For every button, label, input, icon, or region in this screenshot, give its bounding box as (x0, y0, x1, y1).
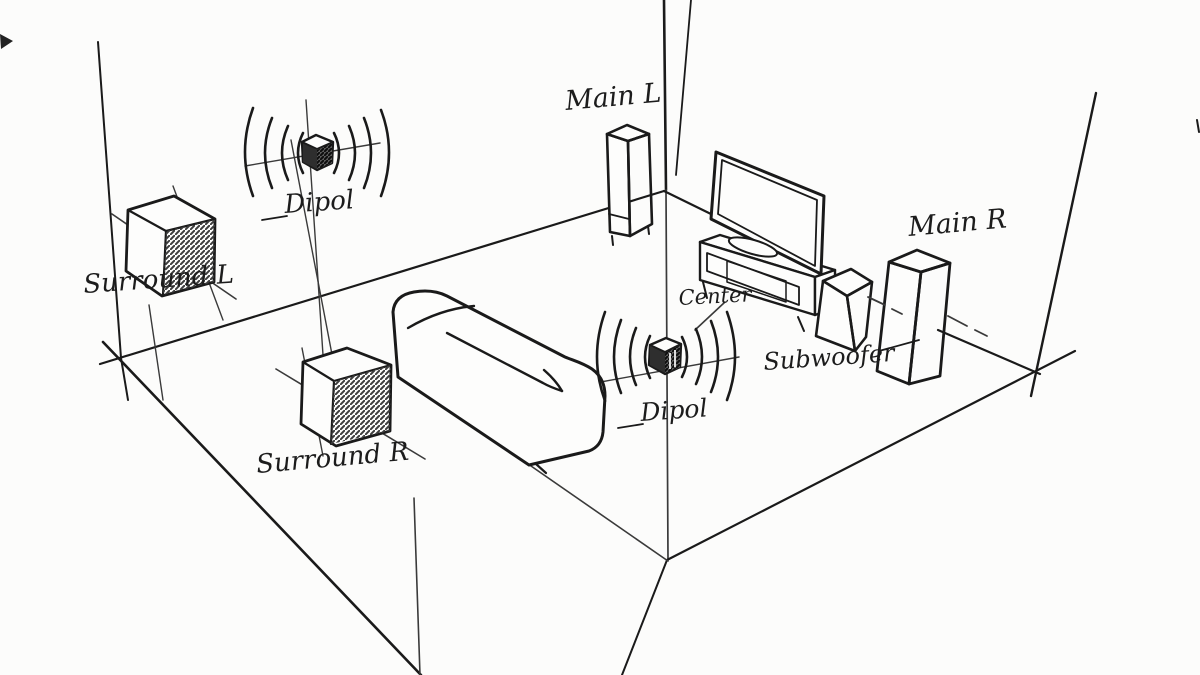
couch-outline (391, 289, 607, 467)
label-underline (617, 423, 644, 429)
surround-l-speaker (124, 194, 217, 298)
subwoofer-side (845, 280, 874, 353)
dipole-speaker-center (595, 310, 737, 403)
back-corner-line (662, 0, 668, 192)
surround-l-hatch (163, 219, 215, 295)
main-r-grille-seam (878, 339, 920, 352)
dipole-center-grille-slats (669, 350, 676, 369)
tv (709, 150, 826, 276)
label-dipol-top: Dipol (282, 185, 355, 220)
main-r-side (907, 261, 952, 386)
dipole-top-edges (301, 141, 334, 150)
couch (391, 289, 607, 475)
main-l-side (626, 132, 654, 238)
label-main-r: Main R (906, 203, 1008, 243)
tv-screen (717, 159, 818, 267)
surround-r-hatch (331, 365, 391, 444)
subwoofer-speaker (814, 267, 874, 353)
couch-leg (534, 462, 548, 475)
tv-stand-legs (702, 281, 805, 332)
main-l-grille-seam (608, 213, 630, 220)
tv-frame (709, 150, 826, 276)
dipole-center-face-left (650, 346, 665, 373)
labels: Main L Dipol Surround L Surround R Cente… (82, 78, 1008, 480)
right-wall-floor-edge-2 (936, 328, 1042, 376)
main-r-speaker (875, 248, 952, 386)
dipole-center-edges (649, 343, 682, 353)
main-l-speaker (605, 123, 654, 246)
guide-line (148, 304, 164, 401)
center-label-leader (694, 301, 726, 331)
sound-wave-arcs (243, 106, 391, 198)
left-wall-floor-edge (98, 189, 666, 366)
right-wall-floor-edge (662, 189, 715, 217)
label-surround-r: Surround R (255, 437, 410, 480)
surround-r-speaker (299, 346, 393, 448)
couch-arm-inner-edge (542, 368, 564, 393)
dipole-speaker-top (243, 106, 391, 198)
center-guide-vertical (665, 189, 669, 561)
couch-floor-guide (530, 465, 669, 562)
couch-seat-edge (445, 331, 564, 393)
label-surround-l: Surround L (82, 260, 234, 300)
label-main-l: Main L (563, 78, 663, 117)
main-l-feet (611, 225, 650, 246)
center-speaker (726, 260, 787, 303)
main-l-front (605, 132, 632, 238)
left-corner-line (97, 41, 129, 401)
floor-edge-front-left (101, 340, 423, 675)
couch-backrest-ridge (406, 304, 476, 330)
back-corner-line-2 (675, 0, 692, 176)
label-underline (261, 215, 288, 221)
label-center: Center (678, 282, 754, 310)
bottom-guide-steep (621, 559, 668, 675)
dipole-top-face-left (303, 143, 317, 169)
bottom-guide-vertical (413, 497, 421, 675)
tv-foot (727, 236, 779, 258)
sound-wave-arcs (595, 310, 737, 403)
ink-smudge (0, 34, 13, 49)
dipole-center-face-right (665, 345, 680, 373)
label-dipol-center: Dipol (638, 393, 708, 427)
right-corner-line (1029, 91, 1098, 398)
edge-tick (1196, 119, 1200, 133)
floor-edge-front-right (665, 349, 1077, 562)
hidden-wall-edge-dashes (867, 296, 988, 337)
dipole-top-face-right (317, 143, 332, 169)
